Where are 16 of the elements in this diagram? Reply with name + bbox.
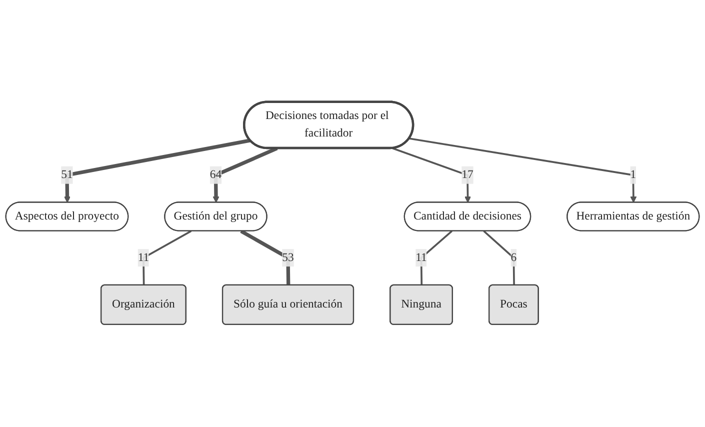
connector bbox=[142, 230, 192, 286]
connector bbox=[420, 230, 452, 286]
arrow bbox=[64, 138, 250, 204]
edge-label: 1 bbox=[630, 168, 636, 182]
arrow bbox=[409, 138, 637, 204]
edge-label: 53 bbox=[282, 252, 294, 264]
arrow bbox=[392, 148, 471, 204]
arrow bbox=[212, 147, 278, 204]
edge-label: 17 bbox=[462, 168, 474, 182]
edge-label: 11 bbox=[416, 252, 427, 264]
connector bbox=[483, 230, 515, 286]
edge-label: 64 bbox=[210, 168, 222, 182]
connector bbox=[240, 230, 290, 286]
edge-label: 6 bbox=[510, 252, 517, 264]
edge-label: 11 bbox=[138, 252, 150, 264]
edge-label: 51 bbox=[61, 168, 73, 182]
